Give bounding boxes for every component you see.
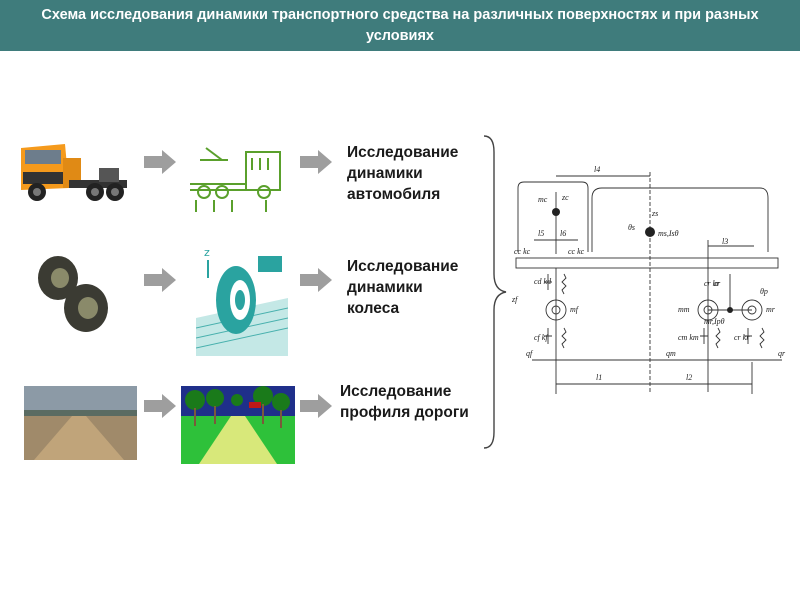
truck-model-icon	[186, 140, 286, 216]
svg-text:z: z	[204, 246, 210, 259]
label-qr: qr	[778, 349, 786, 358]
label-theta-s: θs	[628, 223, 635, 232]
label-l3: l3	[722, 237, 728, 246]
label-qf: qf	[526, 349, 534, 358]
label-l5: l5	[538, 229, 544, 238]
page-title: Схема исследования динамики транспортног…	[41, 6, 759, 44]
arrow-right-icon	[300, 268, 332, 292]
tire-model-icon: z	[196, 238, 288, 356]
arrow-right-icon	[144, 394, 176, 418]
truck-photo	[13, 128, 137, 210]
label-mr-ip: mr,Ipθ	[704, 317, 725, 326]
label-cc-kc-left: cc kc	[514, 247, 531, 256]
road-photo	[24, 386, 137, 460]
label-l6: l6	[560, 229, 566, 238]
label-l2: l2	[686, 373, 692, 382]
label-cr-kr-bottom: cr kr	[734, 333, 750, 342]
arrow-right-icon	[300, 150, 332, 174]
label-mr: mr	[766, 305, 776, 314]
label-l4: l4	[594, 165, 600, 174]
row-label-wheel: Исследование динамики колеса	[347, 258, 459, 317]
label-ms-is: ms,Isθ	[658, 229, 679, 238]
row-label-vehicle: Исследование динамики автомобиля	[347, 144, 459, 203]
label-cm-km: cm km	[678, 333, 699, 342]
label-theta-p: θp	[760, 287, 768, 296]
label-mf: mf	[570, 305, 580, 314]
label-cc-kc-right: cc kc	[568, 247, 585, 256]
label-l1: l1	[596, 373, 602, 382]
label-qm: qm	[666, 349, 676, 358]
right-brace	[483, 135, 507, 449]
label-zr: zr	[713, 279, 721, 288]
arrow-right-icon	[144, 268, 176, 292]
title-bar: Схема исследования динамики транспортног…	[0, 0, 800, 51]
row-label-road: Исследование профиля дороги	[340, 383, 469, 421]
label-mc: mc	[538, 195, 548, 204]
road-model-render	[181, 386, 295, 464]
label-cr-kr-top: cr kr	[704, 279, 720, 288]
label-zf: zf	[511, 295, 519, 304]
vehicle-dynamics-scheme: l4 mc zc zs θs ms,Isθ l5 l6 l3 cc kc cc …	[511, 165, 786, 394]
label-zc: zc	[561, 193, 569, 202]
label-cd-kd: cd kd	[534, 277, 552, 286]
label-zs: zs	[651, 209, 658, 218]
arrow-right-icon	[300, 394, 332, 418]
tires-photo	[28, 250, 114, 336]
arrow-right-icon	[144, 150, 176, 174]
label-mm: mm	[678, 305, 690, 314]
label-cf-kf: cf kf	[534, 333, 549, 342]
